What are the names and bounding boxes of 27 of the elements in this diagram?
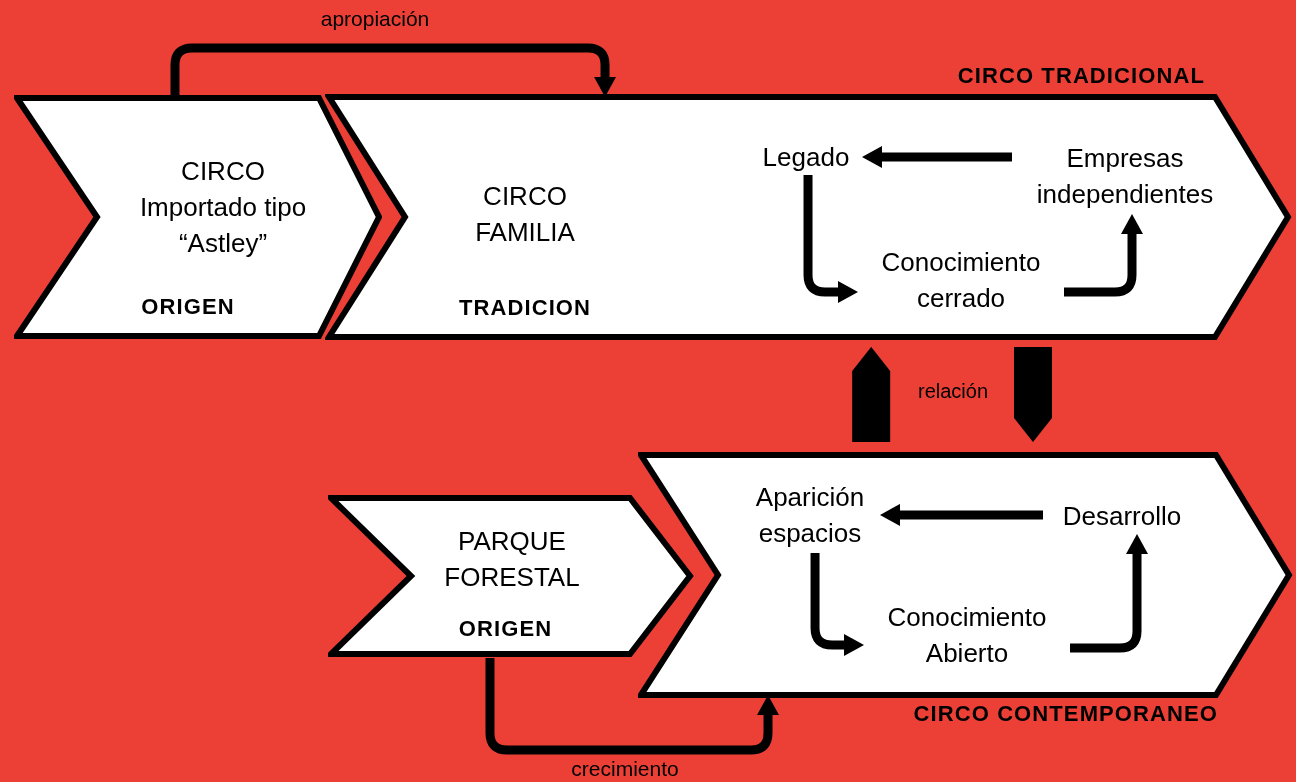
section-heading: CIRCO TRADICIONAL [956,62,1205,90]
edge-label: crecimiento [570,756,680,782]
arrow [803,175,858,303]
block-arrow [1014,346,1052,442]
stage-tag: ORIGEN [108,293,268,321]
arrow [810,553,864,656]
node-label: Conocimiento cerrado [858,243,1064,317]
edge-label: apropiación [319,6,431,32]
node-label: Empresas independientes [1012,138,1238,214]
arrow [1064,214,1143,297]
arrow [170,43,617,97]
arrow [485,658,779,755]
node-label: Desarrollo [1043,498,1201,534]
stage-text: PARQUE FORESTAL [443,525,581,594]
arrow [880,503,1043,526]
relation-label: relación [916,379,989,404]
node-label: Conocimiento Abierto [864,598,1070,672]
stage-text: CIRCO Importado tipo “Astley” [138,155,308,260]
stage-text: CIRCO FAMILIA [474,180,576,249]
node-label: Legado [750,139,862,175]
arrow [862,146,1012,168]
node-label: Aparición espacios [740,477,880,553]
arrow [1070,534,1148,653]
stage-tag: ORIGEN [428,615,583,643]
block-arrow [852,346,891,442]
section-heading: CIRCO CONTEMPORANEO [912,700,1218,728]
stage-tag: TRADICION [425,294,625,322]
